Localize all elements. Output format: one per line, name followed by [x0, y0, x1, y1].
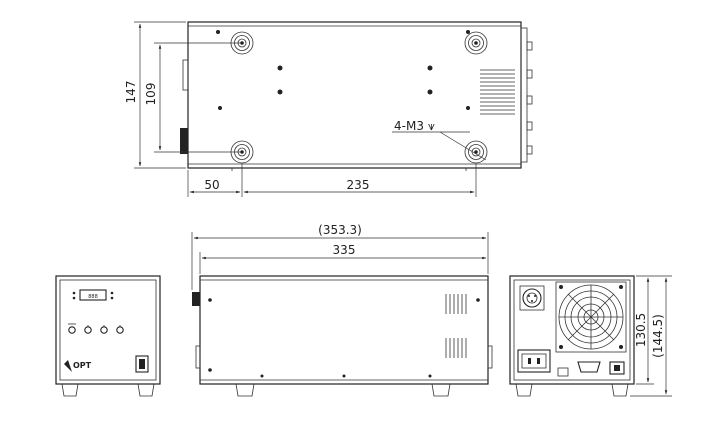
- top-vent: [480, 69, 515, 115]
- power-inlet: [517, 349, 551, 373]
- dim-109: 109: [144, 83, 158, 106]
- side-vent-upper: [445, 294, 467, 314]
- dim-235: 235: [347, 178, 370, 192]
- thread-note: 4-M3: [394, 119, 424, 133]
- side-vent-lower: [445, 338, 467, 358]
- foot-bottom-right: [464, 140, 488, 164]
- foot-top-right: [464, 31, 488, 55]
- top-view: 147 109 50 235 4-M3 ⩛: [124, 21, 533, 197]
- dim-147: 147: [124, 81, 138, 104]
- dim-144: (144.5): [651, 314, 665, 358]
- rear-view: 130.5 (144.5): [509, 275, 672, 397]
- dim-50: 50: [204, 178, 219, 192]
- side-view: (353.3) 335: [191, 223, 493, 397]
- display-digits: 888: [88, 294, 98, 300]
- dim-130: 130.5: [634, 313, 648, 347]
- depth-symbol: ⩛: [428, 119, 435, 133]
- db9-port: [577, 361, 601, 373]
- cooling-fan: [555, 281, 627, 353]
- led-display: [79, 289, 107, 301]
- knob-row: [68, 323, 124, 334]
- dim-335: 335: [333, 243, 356, 257]
- brand-logo: OPT: [73, 361, 92, 370]
- dim-353: (353.3): [318, 223, 362, 237]
- round-connector: [519, 285, 545, 311]
- front-view: 888 OPT: [55, 275, 161, 397]
